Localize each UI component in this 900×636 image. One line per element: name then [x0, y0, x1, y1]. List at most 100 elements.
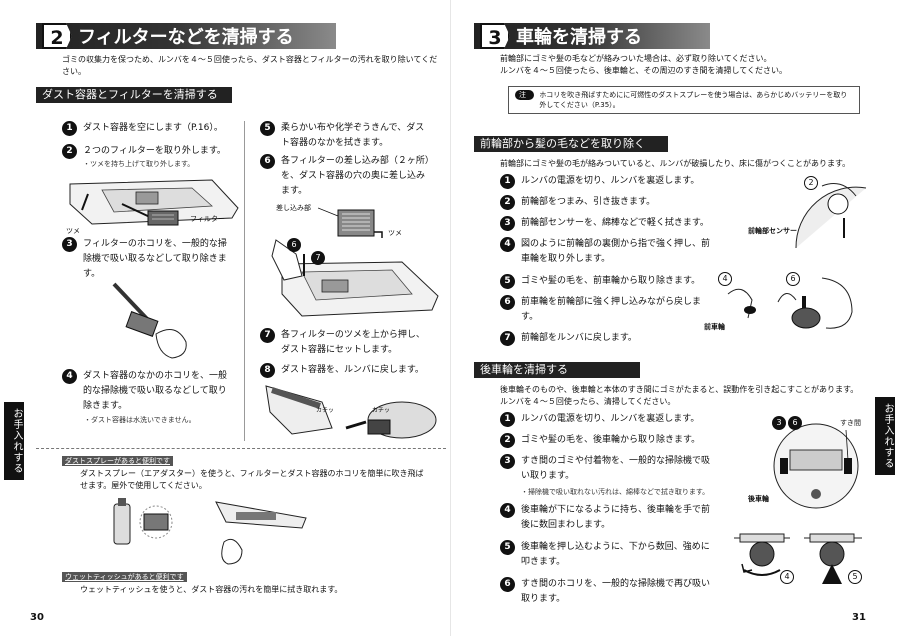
right-intro-2: ルンバを４～５回使ったら、後車輪と、その周辺のすき間を清掃してください。	[500, 66, 788, 75]
step-3: 3 フィルターのホコリを、一般的な掃除機で吸い取るなどして取り除きます。	[62, 237, 234, 282]
fig-badge-6c: 6	[788, 416, 802, 430]
step-text: すき間のゴミや付着物を、一般的な掃除機で吸い取ります。	[521, 456, 711, 481]
rear-step-5: 5 後車輪を押し込むように、下から数回、強めに叩きます。	[500, 540, 718, 570]
step-text: 前輪部センサーを、綿棒などで軽く拭きます。	[521, 218, 709, 228]
front-step-6: 6 前車輪を前輪部に強く押し込みながら戻します。	[500, 295, 710, 325]
step-number: 2	[62, 144, 77, 159]
step-4-sub: ・ダスト容器は水洗いできません。	[84, 416, 196, 424]
chapter-number: 2	[42, 23, 72, 49]
label-gap: すき間	[840, 419, 861, 427]
step-number: 3	[500, 216, 515, 231]
section1-steps: 1 ルンバの電源を切り、ルンバを裏返します。 2 前輪部をつまみ、引き抜きます。 3…	[500, 174, 710, 346]
caution-text: ホコリを吹き飛ばすためにに可燃性のダストスプレーを使う場合は、あらかじめバッテリ…	[539, 91, 848, 109]
filter-set-figure	[271, 239, 439, 317]
step-number: 1	[500, 174, 515, 189]
front-wheel-pull-figure	[795, 183, 867, 249]
label-insert: 差し込み部	[276, 204, 311, 212]
section2-intro: 後車輪そのものや、後車輪と本体のすき間にゴミがたまると、誤動作を引き起こすことが…	[500, 385, 859, 406]
page-gutter	[450, 0, 451, 636]
label-rear-wheel: 後車輪	[748, 495, 769, 503]
step-number: 3	[62, 237, 77, 252]
step-number: 7	[500, 331, 515, 346]
tips-divider	[36, 448, 446, 449]
front-step-5: 5 ゴミや髪の毛を、前車輪から取り除きます。	[500, 274, 710, 289]
step-number: 4	[500, 503, 515, 518]
right-intro-1: 前輪部にゴミや髪の毛などが絡みついた場合は、必ず取り除いてください。	[500, 54, 772, 63]
step-number: 1	[500, 412, 515, 427]
caution-box: 注意 ホコリを吹き飛ばすためにに可燃性のダストスプレーを使う場合は、あらかじめバ…	[508, 86, 860, 114]
section-rear-wheel: 後車輪を清掃する	[474, 362, 640, 378]
front-wheel-detach-figure	[727, 277, 853, 329]
step-number: 5	[500, 274, 515, 289]
tip1-title: ダストスプレーがあると便利です	[62, 456, 173, 466]
step-number: 2	[500, 195, 515, 210]
step-number: 5	[500, 540, 515, 555]
step-number: 6	[500, 577, 515, 592]
tip2-text: ウェットティッシュを使うと、ダスト容器の汚れを簡単に拭き取れます。	[80, 585, 343, 594]
step-number: 6	[500, 295, 515, 310]
caution-tag: 注意	[515, 90, 535, 109]
step-8: 8 ダスト容器を、ルンバに戻します。	[260, 363, 430, 378]
step-number: 3	[500, 454, 515, 469]
section1-intro: 前輪部にゴミや髪の毛が絡みついていると、ルンバが破損したり、床に傷がつくことがあ…	[500, 159, 851, 168]
chapter-title: 車輪を清掃する	[516, 27, 642, 48]
label-tsume-2: ツメ	[388, 229, 402, 237]
step-text: 後車輪が下になるように持ち、後車輪を手で前後に数回まわします。	[521, 505, 711, 530]
label-tsume: ツメ	[66, 227, 80, 235]
fig-badge-4: 4	[718, 272, 732, 286]
step-text: 後車輪を押し込むように、下から数回、強めに叩きます。	[521, 542, 710, 567]
fig-badge-3: 3	[772, 416, 786, 430]
dust-bin-figure	[69, 179, 239, 225]
front-step-1: 1 ルンバの電源を切り、ルンバを裏返します。	[500, 174, 710, 189]
step-text: ゴミや髪の毛を、後車輪から取り除きます。	[521, 435, 701, 445]
step-number: 4	[500, 237, 515, 252]
fig-badge-7: 7	[311, 251, 325, 265]
step-number: 4	[62, 369, 77, 384]
tip1-text: ダストスプレー（エアダスター）を使うと、フィルターとダスト容器のホコリを簡単に吹…	[80, 469, 424, 490]
step-text: ダスト容器を空にします（P.16）。	[83, 123, 223, 133]
step-text: ルンバの電源を切り、ルンバを裏返します。	[521, 414, 700, 424]
step-1: 1 ダスト容器を空にします（P.16）。	[62, 121, 252, 136]
rear-wheel-rotate-figure	[734, 533, 862, 584]
left-intro: ゴミの収集力を保つため、ルンバを４～５回使ったら、ダスト容器とフィルターの汚れを…	[62, 55, 438, 76]
side-tab-left: お手入れする	[4, 402, 24, 480]
step-text: 前車輪を前輪部に強く押し込みながら戻します。	[521, 297, 702, 322]
fig-badge-5: 5	[848, 570, 862, 584]
step-text: ２つのフィルターを取り外します。	[83, 146, 226, 156]
roomba-underside-figure	[773, 423, 859, 509]
spray-figure	[113, 498, 307, 565]
click-label-1: カチッ	[316, 407, 335, 414]
step-text: 前輪部をつまみ、引き抜きます。	[521, 197, 656, 207]
page-number-left: 30	[30, 612, 44, 623]
label-front-wheel: 前車輪	[704, 323, 725, 331]
step-text: フィルターのホコリを、一般的な掃除機で吸い取るなどして取り除きます。	[83, 239, 227, 279]
fig-badge-2: 2	[804, 176, 818, 190]
section-front-wheel: 前輪部から髪の毛などを取り除く	[474, 136, 668, 152]
rear-step-1: 1 ルンバの電源を切り、ルンバを裏返します。	[500, 412, 718, 427]
front-step-2: 2 前輪部をつまみ、引き抜きます。	[500, 195, 710, 210]
column-divider	[244, 121, 245, 441]
step-text: ルンバの電源を切り、ルンバを裏返します。	[521, 176, 700, 186]
step-number: 5	[260, 121, 275, 136]
step-number: 1	[62, 121, 77, 136]
chapter-title: フィルターなどを清掃する	[78, 27, 294, 48]
return-bin-figure	[265, 385, 437, 439]
chapter-number: 3	[480, 23, 510, 49]
step-number: 8	[260, 363, 275, 378]
step-text: 図のように前輪部の裏側から指で強く押し、前車輪を取り外します。	[521, 239, 711, 264]
step-text: ダスト容器を、ルンバに戻します。	[281, 365, 424, 375]
chapter-header-2: 2 フィルターなどを清掃する	[36, 23, 336, 49]
tip2-title: ウェットティッシュがあると便利です	[62, 572, 187, 582]
fig-badge-4b: 4	[780, 570, 794, 584]
label-front-sensor: 前輪部センサー	[748, 227, 797, 235]
step-text: ゴミや髪の毛を、前車輪から取り除きます。	[521, 276, 701, 286]
